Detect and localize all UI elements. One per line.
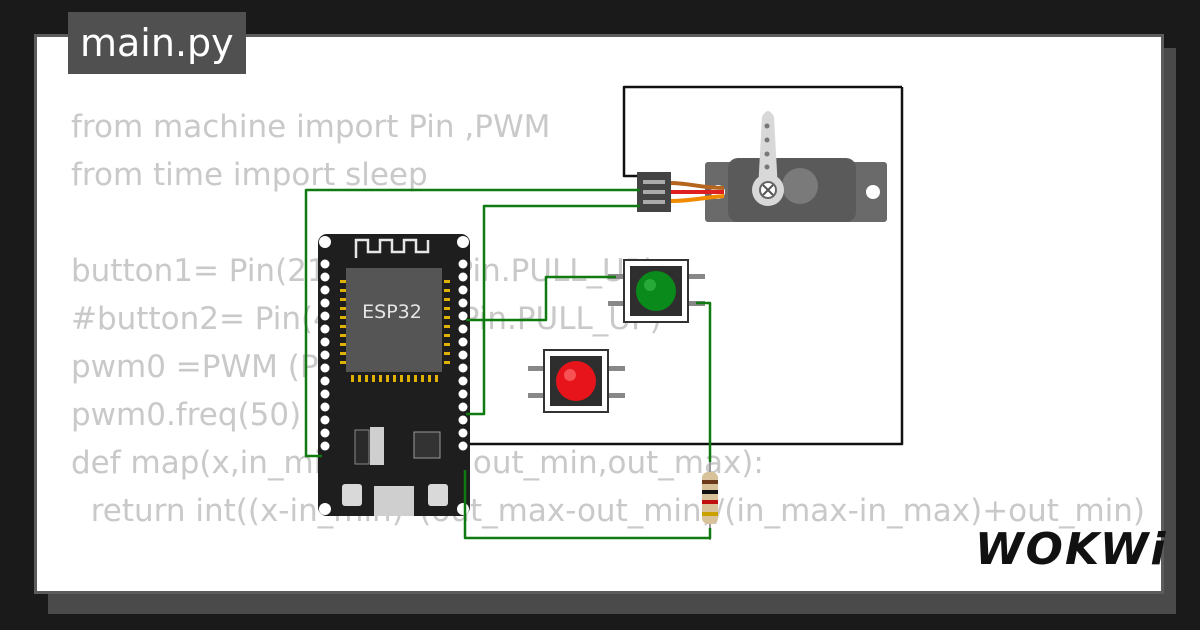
chip-pin xyxy=(386,375,389,382)
chip-pin xyxy=(444,343,450,346)
chip-pin xyxy=(414,375,417,382)
board-pin xyxy=(320,285,330,295)
board-pin xyxy=(320,298,330,308)
servo-power-wire xyxy=(465,85,904,446)
esp32-label: ESP32 xyxy=(362,301,422,323)
board-pin xyxy=(458,415,468,425)
board-pin xyxy=(320,311,330,321)
code-line: pwm0.freq(50) xyxy=(71,397,302,433)
esp32-board[interactable] xyxy=(318,234,470,516)
chip-pin xyxy=(428,375,431,382)
chip-pin xyxy=(358,375,361,382)
chip-pin xyxy=(444,334,450,337)
chip-pin xyxy=(340,325,346,328)
chip-pin xyxy=(340,280,346,283)
code-line: from machine import Pin ,PWM xyxy=(71,109,551,145)
chip-pin xyxy=(444,280,450,283)
board-pin xyxy=(458,324,468,334)
board-pin xyxy=(458,428,468,438)
board-pin xyxy=(320,363,330,373)
board-pin xyxy=(320,428,330,438)
board-pin xyxy=(458,363,468,373)
board-pin xyxy=(458,402,468,412)
board-pin xyxy=(458,259,468,269)
servo-motor[interactable] xyxy=(705,111,887,222)
chip-pin xyxy=(340,316,346,319)
board-pin xyxy=(458,376,468,386)
chip-pin xyxy=(340,289,346,292)
board-pin xyxy=(458,311,468,321)
file-tab[interactable]: main.py xyxy=(68,12,246,74)
chip-pin xyxy=(444,361,450,364)
board-pin xyxy=(320,389,330,399)
chip-pin xyxy=(340,361,346,364)
chip-pin xyxy=(444,352,450,355)
chip-pin xyxy=(340,343,346,346)
board-pin xyxy=(458,337,468,347)
board-pin xyxy=(458,389,468,399)
wire-servo-gnd xyxy=(304,188,640,458)
board-pin xyxy=(458,441,468,451)
servo-connector xyxy=(637,172,725,212)
chip-pin xyxy=(444,298,450,301)
resistor[interactable] xyxy=(702,458,718,540)
chip-pin xyxy=(379,375,382,382)
chip-pin xyxy=(444,316,450,319)
board-pin xyxy=(320,259,330,269)
wokwi-logo: WOKWi xyxy=(975,524,1168,575)
code-line: from time import sleep xyxy=(71,157,428,193)
wire-resistor-gnd xyxy=(463,470,712,540)
board-pin xyxy=(458,298,468,308)
chip-pin xyxy=(340,298,346,301)
board-pin xyxy=(320,376,330,386)
chip-pin xyxy=(444,307,450,310)
board-pin xyxy=(320,272,330,282)
pushbutton-red[interactable] xyxy=(528,349,625,413)
chip-pin xyxy=(351,375,354,382)
chip-pin xyxy=(400,375,403,382)
chip-pin xyxy=(407,375,410,382)
pushbutton-green[interactable] xyxy=(608,259,705,323)
wire-button-resistor xyxy=(696,301,712,462)
board-pin xyxy=(320,350,330,360)
board-pin xyxy=(458,285,468,295)
chip-pin xyxy=(444,325,450,328)
chip-pin xyxy=(340,334,346,337)
chip-pin xyxy=(372,375,375,382)
chip-pin xyxy=(435,375,438,382)
board-pin xyxy=(320,337,330,347)
wire-button-gpio xyxy=(466,275,616,322)
chip-pin xyxy=(340,307,346,310)
chip-pin xyxy=(393,375,396,382)
chip-pin xyxy=(365,375,368,382)
board-pin xyxy=(320,441,330,451)
board-pin xyxy=(320,415,330,425)
board-pin xyxy=(458,350,468,360)
wire-servo-signal xyxy=(466,204,640,416)
chip-pin xyxy=(444,289,450,292)
chip-pin xyxy=(340,352,346,355)
chip-pin xyxy=(421,375,424,382)
board-pin xyxy=(320,402,330,412)
board-pin xyxy=(458,272,468,282)
board-pin xyxy=(320,324,330,334)
